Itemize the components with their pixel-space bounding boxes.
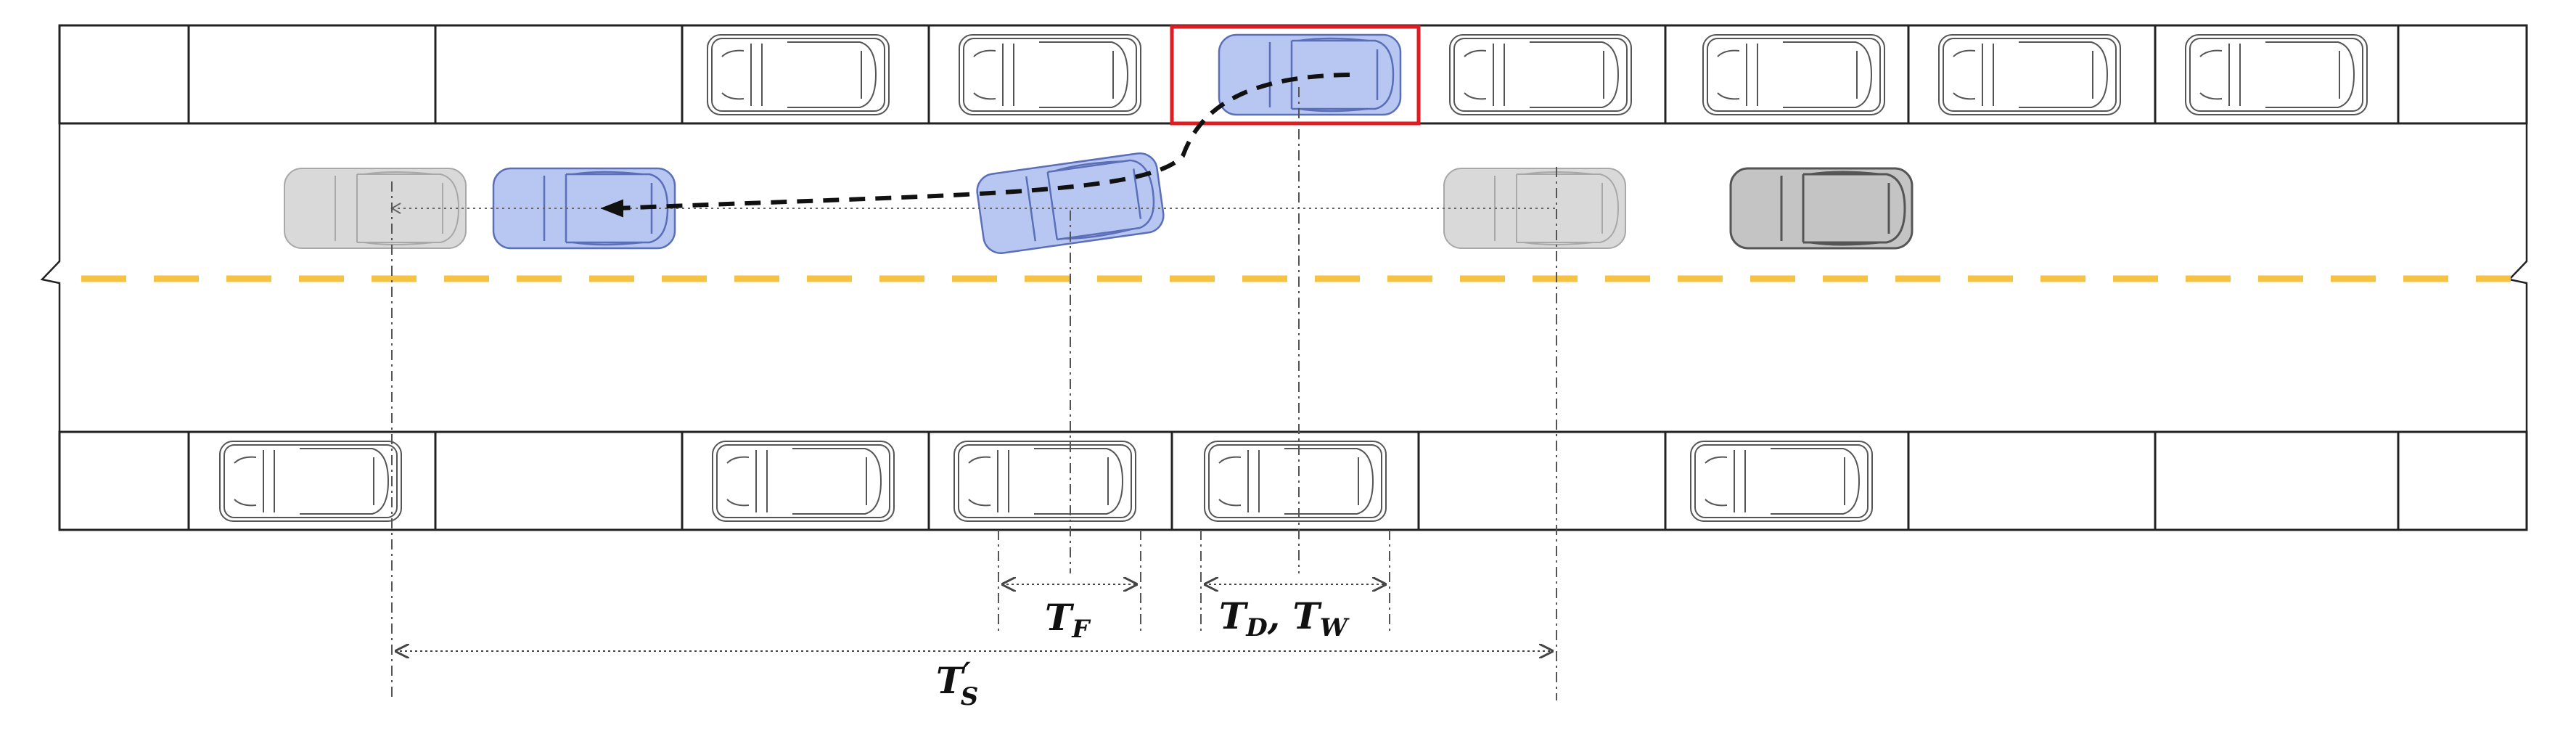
departing-vehicle [1218, 33, 1402, 116]
parked-car-icon [959, 34, 1141, 115]
bottom-stall-dividers [187, 432, 2400, 530]
label-ts-prime: T′S [936, 656, 978, 711]
parked-car-icon [2185, 34, 2368, 115]
ghost-car-icon [1443, 168, 1626, 249]
parked-car-icon [1702, 34, 1885, 115]
departing-stall-highlight [1170, 25, 1421, 126]
dimension-lines [395, 584, 1554, 651]
reference-lines [391, 87, 1557, 700]
parked-car-icon [712, 441, 895, 522]
trajectory-path [616, 73, 1350, 210]
arrow-left-icon [600, 199, 623, 218]
parked-car-icon [1204, 441, 1387, 522]
other-vehicle [1729, 167, 1913, 250]
parked-car-icon [1449, 34, 1632, 115]
road-right-edge [2507, 123, 2528, 432]
car-icon [1729, 167, 1913, 250]
car-icon [1218, 33, 1402, 116]
parked-car-icon [1690, 441, 1873, 522]
road-left-edge [40, 123, 61, 432]
parked-car-icon [953, 441, 1136, 522]
parked-car-icon [219, 441, 402, 522]
label-td-tw: TD, TW [1219, 594, 1350, 642]
parked-car-icon [1938, 34, 2121, 115]
parked-car-icon [707, 34, 890, 115]
label-tf: TF [1045, 596, 1091, 644]
